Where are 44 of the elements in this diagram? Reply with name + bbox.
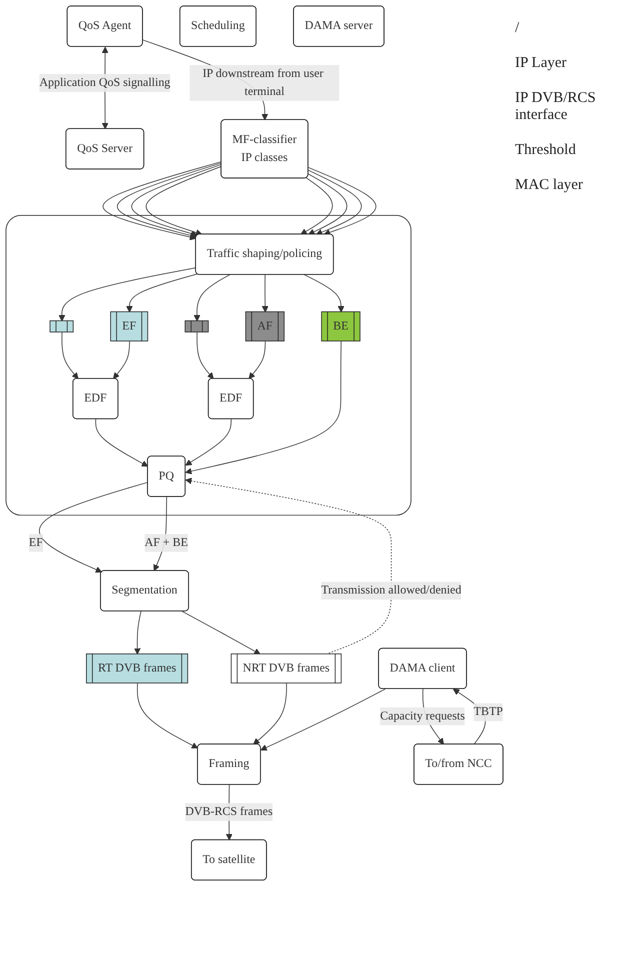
- arrow: [194, 274, 230, 322]
- arrow: [308, 167, 376, 236]
- arrow: [196, 332, 214, 380]
- layer-label: IP DVB/RCS interface: [515, 90, 597, 124]
- arrow: [95, 418, 148, 467]
- arrow: [308, 174, 348, 235]
- arrow: [136, 683, 198, 748]
- arrow: [126, 274, 198, 312]
- arrow: [62, 332, 79, 380]
- arrow: [102, 161, 222, 240]
- arrow: [58, 267, 196, 322]
- arrow: [182, 610, 261, 655]
- edge-label: DVB-RCS frames: [185, 805, 273, 818]
- edge-label: AF + BE: [144, 536, 188, 549]
- arrow: [185, 418, 232, 466]
- layer-label: /: [515, 20, 520, 37]
- edge-label: Capacity requests: [380, 710, 465, 722]
- arrow: [248, 340, 266, 380]
- arrow: [113, 340, 130, 380]
- layer-label: IP Layer: [515, 55, 568, 72]
- edge-label: EF: [28, 536, 43, 549]
- arrow: [304, 274, 344, 312]
- arrow: [308, 170, 362, 236]
- layer-label: MAC layer: [515, 177, 584, 194]
- edge-label: Transmission allowed/denied: [321, 584, 462, 597]
- arrow: [253, 683, 287, 745]
- arrow: [117, 162, 222, 239]
- arrow: [131, 164, 222, 237]
- edge-label: TBTP: [474, 706, 503, 718]
- flow-diagram: Application QoS signalling IP downstream from user terminal EF AF + BE Transmission allowed/denied DVB-RCS frames Capacity requests TBTP QoS Agent QoS Server MF-classifier IP classes Traffic shaping/policing EF AF BE EDF EDF PQ Scheduling Segmentation RT DVB frames NRT DVB frames Framing DAMA client To/from NCC DAMA server To satellite: [0, 0, 509, 886]
- arrow: [185, 478, 392, 655]
- edge-label: Application QoS signalling: [39, 76, 170, 89]
- edge-label: IP downstream from user terminal: [202, 67, 324, 98]
- arrow: [134, 610, 142, 655]
- cluster: [6, 214, 412, 516]
- layer-label: Threshold: [515, 142, 577, 159]
- arrow: [260, 688, 386, 751]
- arrow: [262, 274, 268, 312]
- arrow: [146, 166, 222, 236]
- arrow: [185, 340, 342, 474]
- node-bar: [50, 320, 74, 332]
- node-bar: [184, 320, 209, 332]
- arrow: [300, 178, 333, 235]
- arrow: [38, 482, 148, 573]
